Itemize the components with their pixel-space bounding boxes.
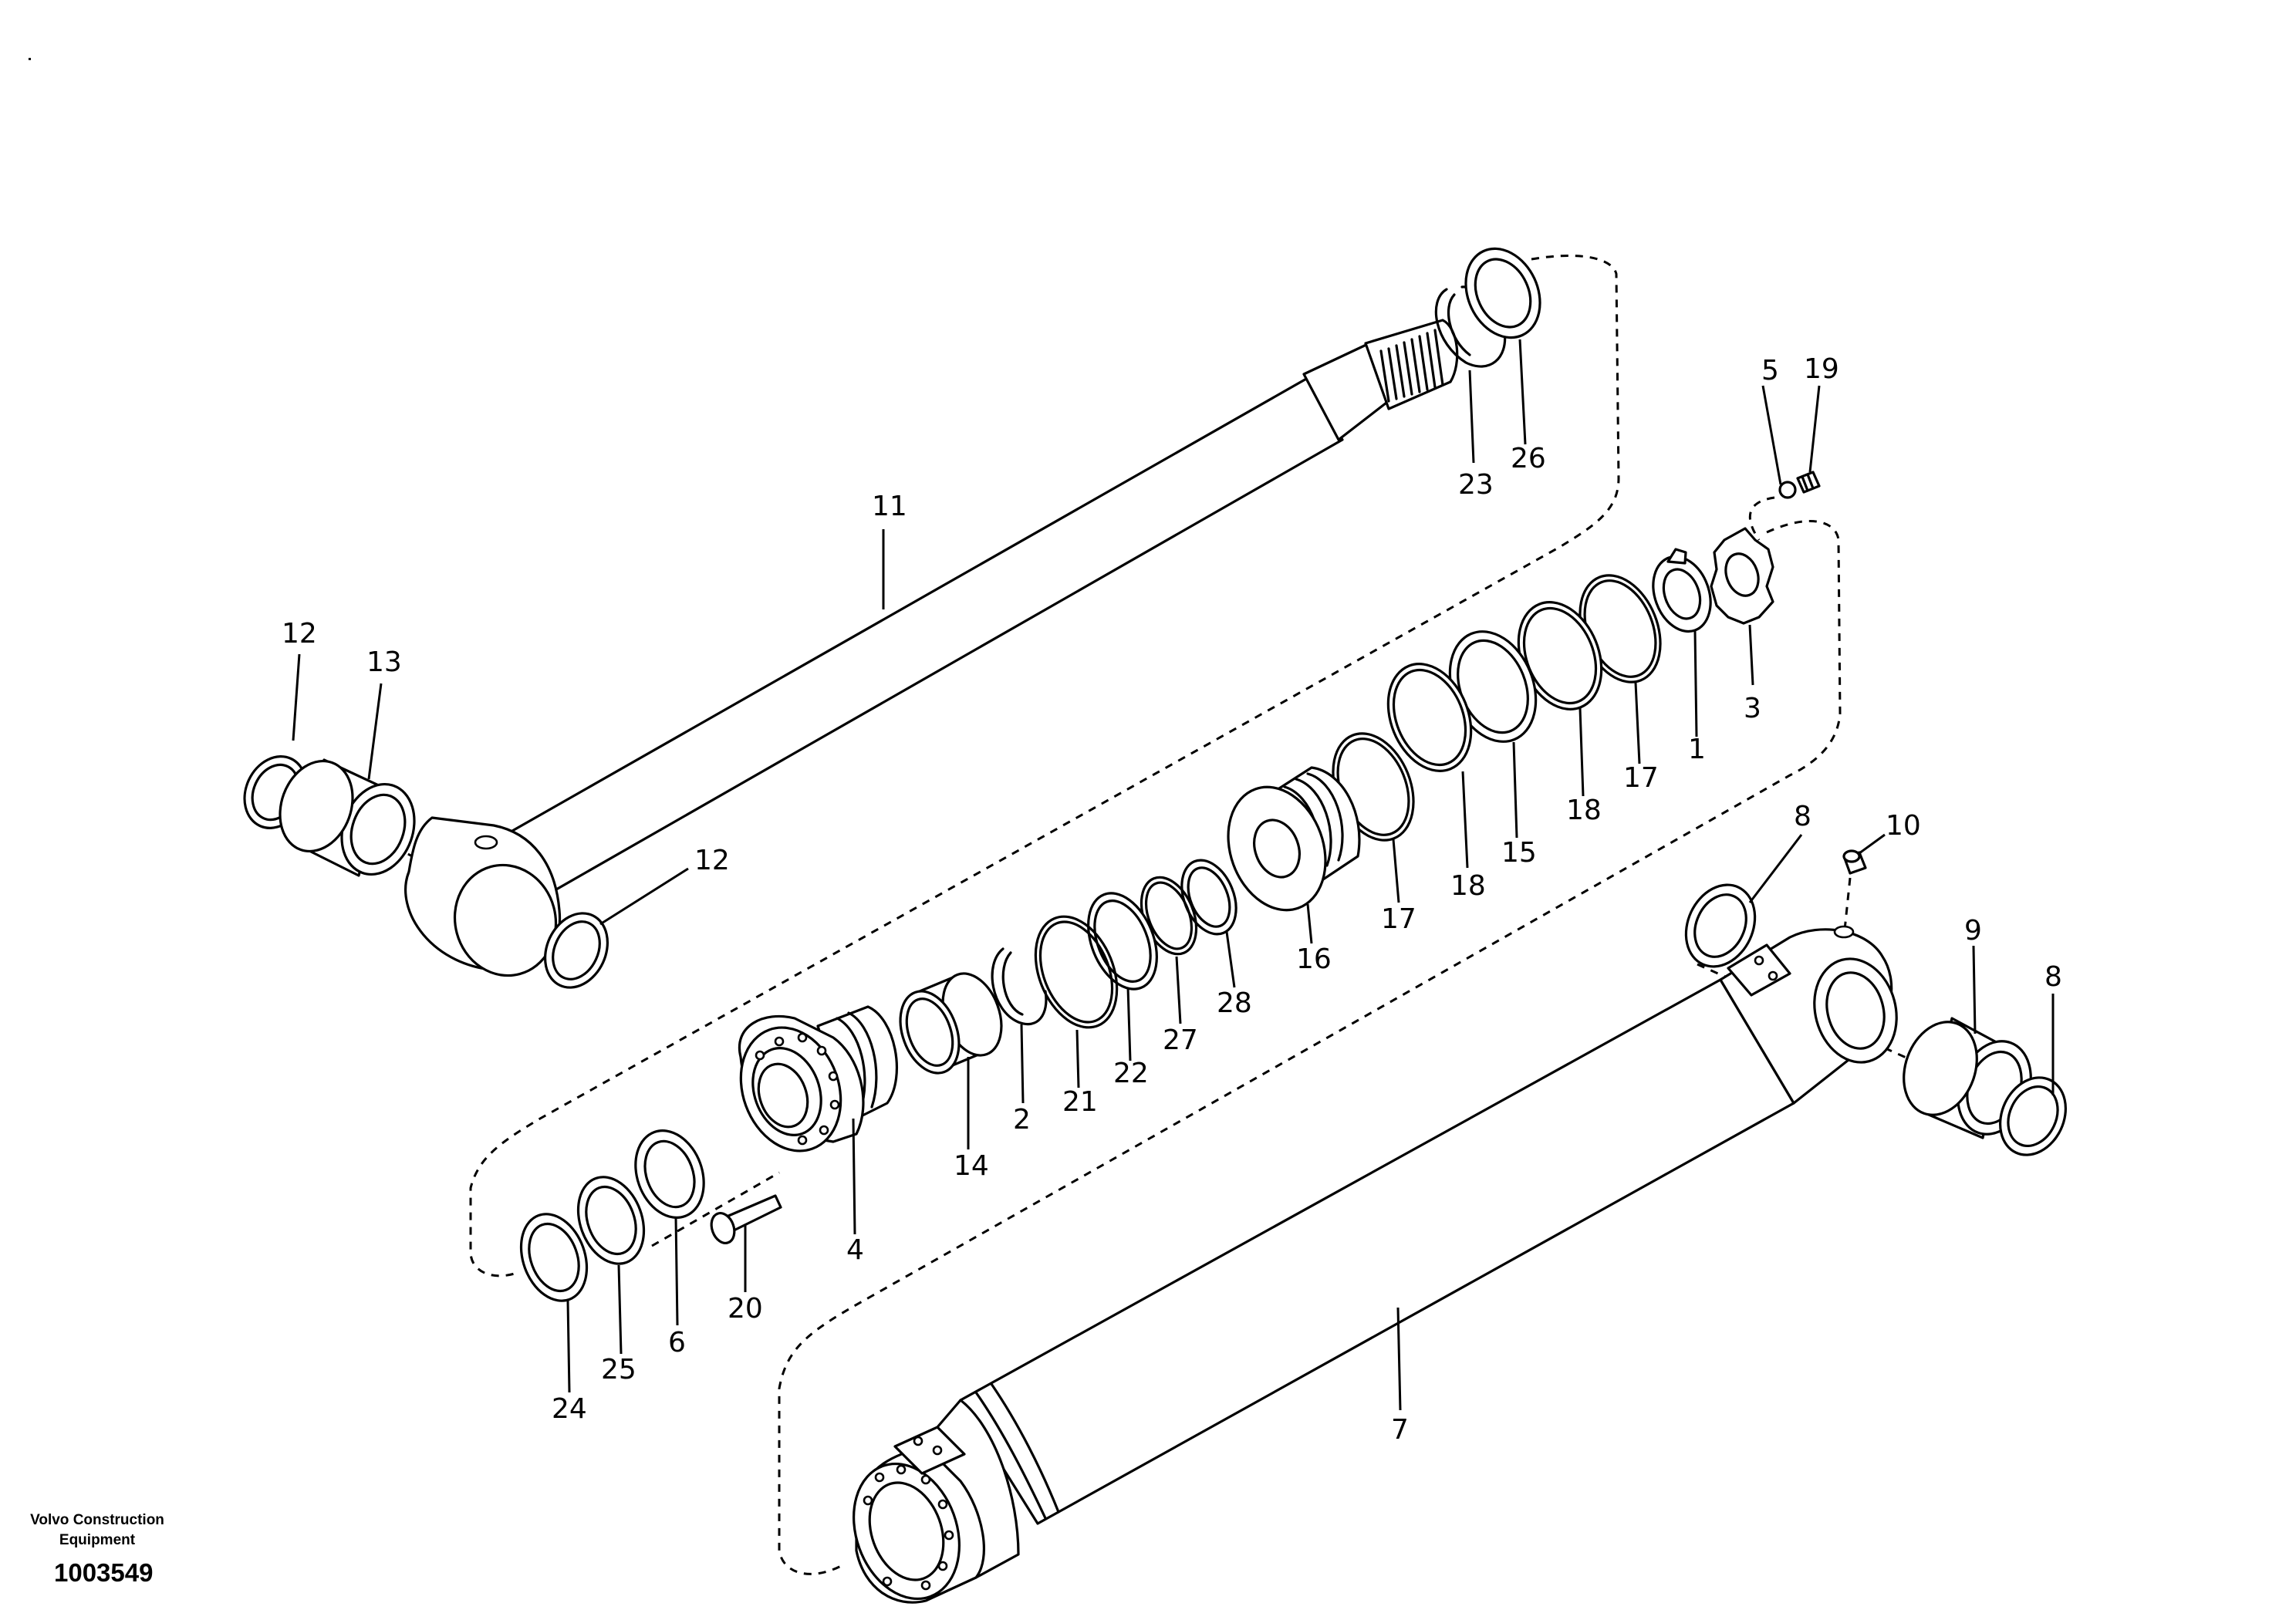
callout-16: 16 — [1296, 943, 1332, 975]
drawing-footer: Volvo Construction Equipment 1003549 — [0, 1510, 194, 1588]
callout-6: 6 — [668, 1327, 686, 1358]
backup-ring-25 — [576, 1176, 646, 1265]
rod-bushing-14 — [899, 972, 1003, 1075]
assembly-dash-piston — [778, 520, 1842, 1575]
callout-23: 23 — [1458, 469, 1494, 501]
callout-17-right: 17 — [1623, 762, 1659, 794]
callout-20: 20 — [728, 1293, 763, 1325]
grease-nipple-10 — [1842, 849, 1867, 875]
callout-10: 10 — [1886, 810, 1921, 842]
callout-24: 24 — [552, 1393, 587, 1425]
callout-21: 21 — [1062, 1086, 1098, 1118]
callout-2: 2 — [1013, 1104, 1031, 1136]
backup-ring-18-left — [1386, 663, 1473, 772]
socket-bolt-20 — [710, 1194, 782, 1244]
piston-16 — [1227, 766, 1361, 912]
pin-bushing-right — [1903, 1017, 2032, 1139]
callout-labels: 11 12 13 12 23 26 5 19 3 1 17 18 15 18 1… — [282, 353, 2062, 1446]
piston-rod — [404, 319, 1459, 977]
dust-seal-right-inner — [1684, 883, 1757, 968]
callout-26: 26 — [1511, 443, 1546, 474]
assembly-dash-rod — [469, 255, 1620, 1277]
dust-seal-left-inner — [543, 912, 609, 989]
callout-25: 25 — [601, 1354, 636, 1385]
cylinder-tube-7 — [853, 925, 1898, 1604]
callout-3: 3 — [1744, 693, 1761, 724]
callout-13: 13 — [366, 646, 402, 678]
callout-1: 1 — [1688, 734, 1706, 765]
callout-7: 7 — [1391, 1414, 1409, 1446]
callout-22: 22 — [1113, 1058, 1149, 1089]
callout-8-right: 8 — [2044, 961, 2062, 993]
steel-ball-5 — [1778, 481, 1797, 499]
dust-seal-6 — [634, 1129, 705, 1219]
callout-5: 5 — [1761, 355, 1779, 386]
callout-12-upper: 12 — [282, 618, 317, 650]
pin-bushing-left — [279, 758, 416, 877]
callout-18-left: 18 — [1450, 870, 1486, 902]
snap-ring-2 — [991, 947, 1048, 1026]
callout-11: 11 — [872, 491, 907, 522]
callout-15: 15 — [1501, 837, 1537, 869]
nipple-dash — [1748, 496, 1775, 541]
lock-washer-1 — [1652, 548, 1712, 633]
head-dash — [651, 1171, 780, 1247]
callout-4: 4 — [846, 1234, 864, 1266]
set-screw-19 — [1796, 471, 1821, 494]
corner-mark — [29, 58, 31, 60]
rod-seal-24 — [519, 1213, 589, 1302]
callout-8-left: 8 — [1794, 801, 1811, 832]
lock-nut-3 — [1710, 527, 1774, 625]
publisher-label: Volvo Construction Equipment — [30, 1512, 164, 1548]
cylinder-head-4 — [738, 1005, 898, 1153]
dust-seal-right-outer — [1999, 1076, 2067, 1156]
leader-lines — [292, 339, 2055, 1411]
callout-18-right: 18 — [1566, 795, 1602, 826]
callout-17-left: 17 — [1381, 903, 1416, 935]
illustration-number: 1003549 — [54, 1558, 154, 1587]
o-ring-21 — [1034, 915, 1119, 1029]
spacer-26 — [1464, 247, 1541, 339]
callout-12-lower: 12 — [694, 845, 730, 876]
callout-14: 14 — [954, 1150, 989, 1182]
callout-9: 9 — [1964, 915, 1982, 947]
callout-19: 19 — [1804, 353, 1839, 385]
backup-ring-22 — [1087, 892, 1158, 991]
callout-27: 27 — [1163, 1024, 1198, 1056]
callout-28: 28 — [1217, 987, 1252, 1019]
